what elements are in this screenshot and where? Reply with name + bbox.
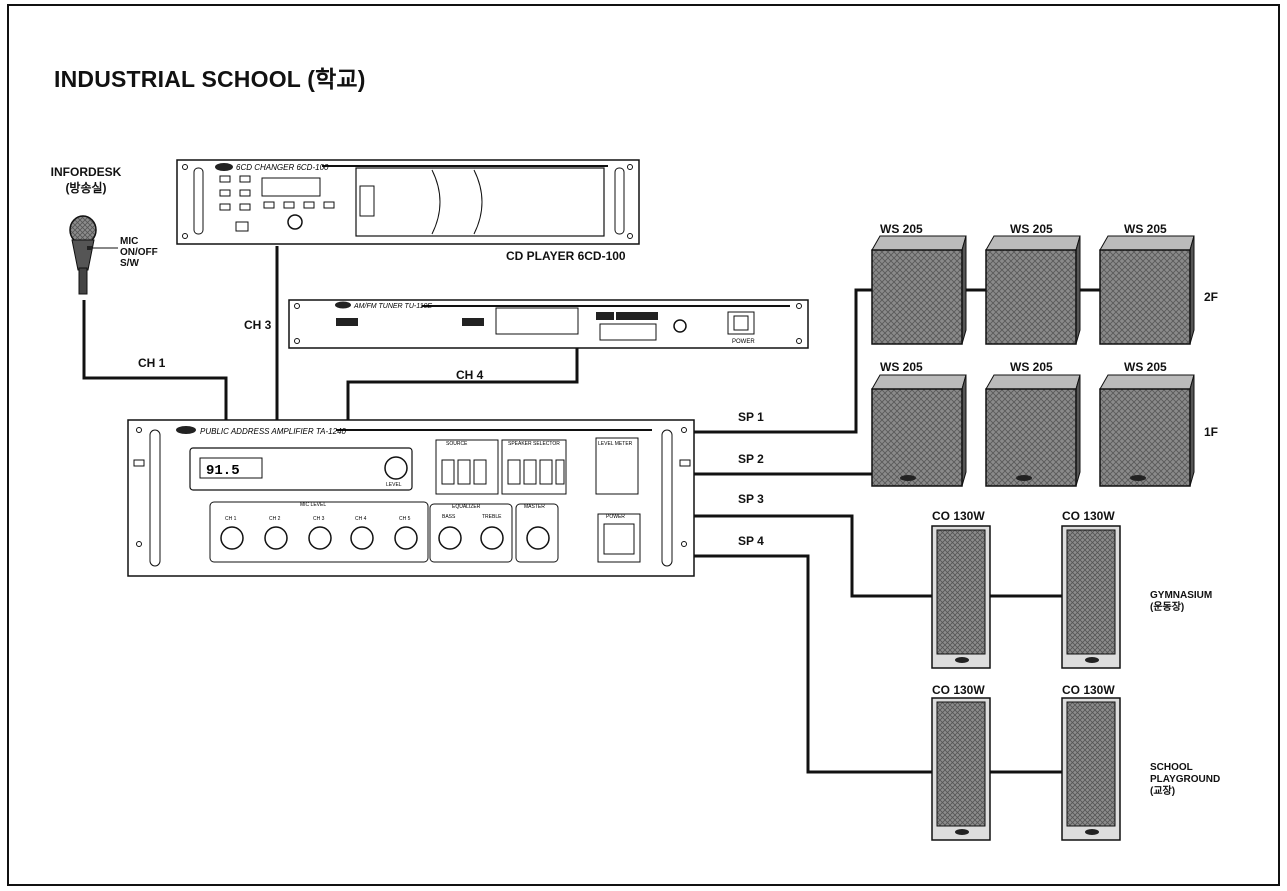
amp-knob-label: LEVEL (386, 482, 402, 488)
page-border (7, 4, 1280, 886)
wall-speaker-model: WS 205 (880, 222, 923, 236)
column-speaker (931, 525, 991, 669)
gymnasium-line: (운동장) (1150, 602, 1185, 613)
column-speaker (1061, 697, 1121, 841)
cd-panel-text: 6CD CHANGER 6CD-100 (236, 163, 329, 172)
amp-knob-label: CH 3 (313, 516, 325, 522)
cd-player-device (176, 159, 640, 245)
tuner-power-label: POWER (732, 339, 755, 345)
gymnasium-line: GYMNASIUM (1150, 590, 1213, 601)
wall-speakers (871, 235, 1195, 487)
wire-sp1 (694, 288, 872, 434)
page-title: INDUSTRIAL SCHOOL (학교) (54, 66, 366, 92)
gymnasium-label: GYMNASIUM (운동장) (1150, 590, 1212, 614)
wall-speaker-model: WS 205 (1010, 360, 1053, 374)
tuner-panel-text: AM/FM TUNER TU-110E (353, 303, 432, 310)
column-speaker-model: CO 130W (1062, 509, 1115, 523)
wall-speaker-model: WS 205 (1010, 222, 1053, 236)
mic-label-line: S/W (120, 258, 139, 269)
wall-speaker-model: WS 205 (1124, 222, 1167, 236)
amp-section-label: SOURCE (446, 441, 468, 447)
wire-ch4 (346, 348, 579, 420)
amp-section-label: LEVEL METER (598, 441, 633, 447)
wire-ch1 (82, 300, 228, 420)
wall-speaker-model: WS 205 (880, 360, 923, 374)
column-speaker-model: CO 130W (1062, 683, 1115, 697)
ch1-label: CH 1 (138, 356, 166, 370)
wall-speaker (985, 374, 1081, 487)
sp3-label: SP 3 (738, 492, 764, 506)
amp-section-label: EQUALIZER (452, 504, 481, 510)
wall-speaker (871, 374, 967, 487)
mic-label-line: ON/OFF (120, 247, 158, 258)
info-desk-line: (방송실) (65, 181, 107, 195)
column-speaker-model: CO 130W (932, 683, 985, 697)
floor-2f-label: 2F (1204, 290, 1219, 304)
amp-panel-text: PUBLIC ADDRESS AMPLIFIER TA-1240 (200, 427, 347, 436)
ch3-label: CH 3 (244, 318, 272, 332)
cd-player-label: CD PLAYER 6CD-100 (506, 249, 626, 263)
wire-sp3 (694, 514, 932, 598)
mic-label-line: MIC (120, 236, 139, 247)
playground-line: SCHOOL (1150, 762, 1193, 773)
sp1-label: SP 1 (738, 410, 764, 424)
amp-knob-label: TREBLE (482, 514, 502, 520)
wall-speaker (985, 235, 1081, 345)
column-speakers (931, 525, 1121, 841)
tuner-device (288, 299, 809, 349)
amp-knob-label: CH 1 (225, 516, 237, 522)
amp-section-label: POWER (606, 514, 625, 520)
column-speaker-model: CO 130W (932, 509, 985, 523)
wall-speaker (871, 235, 967, 345)
ch4-label: CH 4 (456, 368, 484, 382)
info-desk-line: INFORDESK (50, 165, 122, 179)
sp2-label: SP 2 (738, 452, 764, 466)
amp-section-label: MASTER (524, 504, 545, 510)
amp-section-label: MIC LEVEL (300, 502, 326, 508)
amplifier-device (127, 419, 695, 577)
column-speaker (1061, 525, 1121, 669)
amp-knob-label: BASS (442, 514, 456, 520)
mic-switch-label: MIC ON/OFF S/W (120, 236, 158, 269)
wire-sp4 (694, 554, 932, 774)
amp-display: 91.5 (206, 463, 240, 479)
microphone-icon (69, 215, 118, 295)
wall-speaker (1099, 235, 1195, 345)
playground-label: SCHOOL PLAYGROUND (교장) (1150, 762, 1220, 798)
playground-line: PLAYGROUND (1150, 774, 1221, 785)
amp-knob-label: CH 2 (269, 516, 281, 522)
playground-line: (교장) (1150, 786, 1176, 797)
wall-speaker-model: WS 205 (1124, 360, 1167, 374)
sp4-label: SP 4 (738, 534, 764, 548)
amp-section-label: SPEAKER SELECTOR (508, 441, 560, 447)
amp-knob-label: CH 5 (399, 516, 411, 522)
wall-speaker (1099, 374, 1195, 487)
floor-1f-label: 1F (1204, 425, 1219, 439)
column-speaker (931, 697, 991, 841)
amp-knob-label: CH 4 (355, 516, 367, 522)
wiring (82, 246, 1100, 774)
info-desk-label: INFORDESK (방송실) (44, 165, 128, 196)
